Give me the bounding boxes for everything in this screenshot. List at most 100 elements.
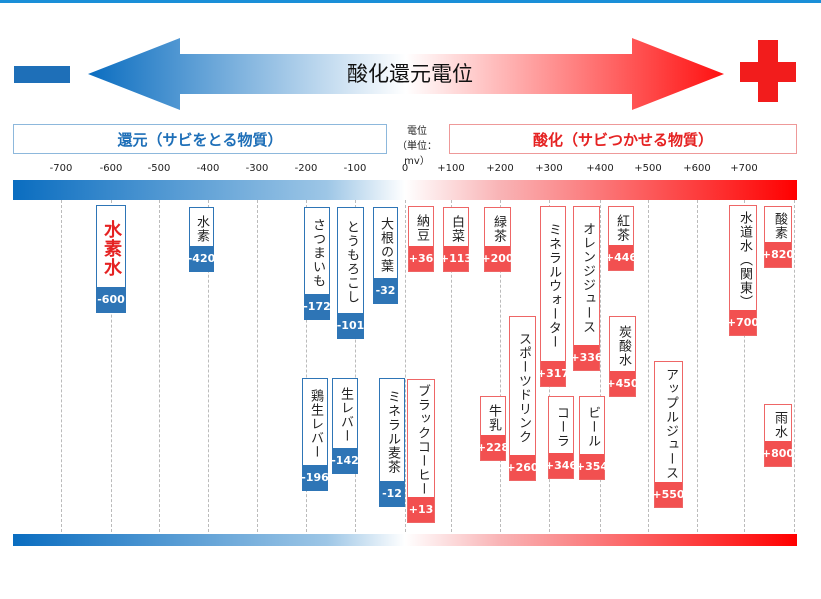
substance-name: 酸素 — [772, 212, 787, 240]
substance-card: 水素水 -600 — [96, 205, 126, 313]
grid-line — [257, 200, 258, 532]
tick-label: +400 — [586, 163, 614, 174]
tick-label: +500 — [634, 163, 662, 174]
tick-label: -300 — [245, 163, 269, 174]
substance-card: ミネラル麦茶 -12 — [379, 378, 405, 507]
substance-name: 牛乳 — [486, 403, 501, 432]
substance-card: ミネラルウォーター+317 — [537, 206, 569, 387]
substance-card: 水道水（関東）+700 — [727, 205, 759, 336]
grid-line — [405, 200, 406, 532]
substance-card: とうもろこし-101 — [337, 207, 364, 339]
tick-label: +200 — [486, 163, 514, 174]
substance-card: 生レバー -142 — [331, 378, 359, 474]
substance-name: 生レバー — [338, 387, 353, 443]
grid-line — [306, 200, 307, 532]
substance-name: コーラ — [554, 405, 569, 448]
gradient-scale-bar — [13, 180, 797, 200]
potential-value: -101 — [337, 313, 364, 338]
unit-line2: （単位：mv） — [397, 141, 437, 167]
potential-value: +36 — [409, 246, 433, 271]
substance-name: 大根の葉 — [378, 216, 393, 273]
potential-value: -172 — [303, 294, 331, 319]
tick-label: -700 — [49, 163, 73, 174]
tick-label: -200 — [294, 163, 318, 174]
substance-name: 紅茶 — [614, 213, 629, 242]
substance-name: オレンジジュース — [580, 221, 595, 334]
potential-value: +700 — [727, 310, 759, 335]
substance-card: 水素 -420 — [188, 207, 215, 272]
potential-value: -142 — [331, 448, 359, 473]
potential-value: -420 — [188, 246, 215, 271]
top-border-line — [0, 0, 821, 3]
bottom-gradient-bar — [13, 534, 797, 546]
potential-value: +260 — [506, 455, 539, 480]
substance-card: 雨水+800 — [762, 404, 794, 467]
substance-name: ビール — [585, 406, 600, 448]
potential-value: +336 — [570, 345, 603, 370]
tick-label: -100 — [343, 163, 367, 174]
substance-card: コーラ+346 — [545, 396, 577, 479]
potential-value: +228 — [477, 435, 509, 460]
potential-value: +200 — [481, 246, 514, 271]
substance-name: 雨水 — [772, 410, 787, 439]
double-arrow — [88, 38, 724, 110]
grid-line — [500, 200, 501, 532]
substance-card: 大根の葉 -32 — [373, 207, 398, 304]
reduction-label: 還元（サビをとる物質） — [13, 124, 387, 154]
substance-card: 緑茶 +200 — [481, 207, 514, 272]
substance-name: さつまいも — [310, 217, 325, 288]
grid-line — [794, 200, 795, 532]
tick-label: +300 — [535, 163, 563, 174]
substance-name: 緑茶 — [491, 214, 506, 243]
potential-value: -196 — [301, 465, 329, 490]
potential-value: +800 — [762, 441, 794, 466]
tick-label: 0 — [401, 163, 409, 174]
substance-card: 白菜 +113 — [440, 207, 472, 272]
substance-name: ミネラル麦茶 — [385, 389, 400, 474]
unit-label: 電位 （単位：mv） — [388, 124, 446, 169]
substance-name: 水素水 — [101, 219, 122, 277]
substance-card: アップルジュース+550 — [652, 361, 685, 508]
grid-line — [697, 200, 698, 532]
substance-name: 水道水（関東） — [737, 210, 752, 309]
grid-line — [451, 200, 452, 532]
tick-label: -400 — [196, 163, 220, 174]
substance-name: 納豆 — [414, 214, 429, 242]
grid-line — [61, 200, 62, 532]
substance-name: スポーツドリンク — [516, 331, 531, 444]
tick-label: +100 — [437, 163, 465, 174]
substance-card: ブラックコーヒー+13 — [407, 379, 435, 523]
substance-card: さつまいも -172 — [303, 207, 331, 320]
potential-value: +820 — [762, 242, 794, 267]
diagram-title: 酸化還元電位 — [347, 62, 473, 86]
tick-label: -600 — [99, 163, 123, 174]
potential-value: +450 — [606, 371, 639, 396]
substance-card: 炭酸水+450 — [606, 316, 639, 397]
unit-line1: 電位 — [407, 126, 427, 137]
substance-name: 水素 — [194, 214, 209, 243]
substance-card: 紅茶+446 — [605, 206, 637, 271]
tick-label: +700 — [730, 163, 758, 174]
potential-value: -12 — [380, 481, 404, 506]
potential-value: -600 — [97, 287, 125, 312]
oxidation-label: 酸化（サビつかせる物質） — [449, 124, 797, 154]
potential-value: +13 — [408, 497, 434, 522]
substance-name: ミネラルウォーター — [546, 222, 561, 349]
tick-label: -500 — [147, 163, 171, 174]
substance-name: 白菜 — [449, 214, 464, 243]
substance-name: ブラックコーヒー — [415, 384, 430, 496]
grid-line — [648, 200, 649, 532]
substance-card: 牛乳 +228 — [477, 396, 509, 461]
substance-card: 鶏生レバー -196 — [301, 378, 329, 491]
grid-line — [744, 200, 745, 532]
substance-card: ビール+354 — [576, 396, 608, 480]
potential-value: -32 — [374, 278, 397, 303]
substance-card: オレンジジュース +336 — [570, 206, 603, 371]
substance-name: アップルジュース — [663, 367, 678, 480]
grid-line — [600, 200, 601, 532]
substance-name: 鶏生レバー — [308, 388, 323, 459]
grid-line — [355, 200, 356, 532]
substance-card: 酸素+820 — [762, 206, 794, 268]
potential-value: +113 — [440, 246, 472, 271]
